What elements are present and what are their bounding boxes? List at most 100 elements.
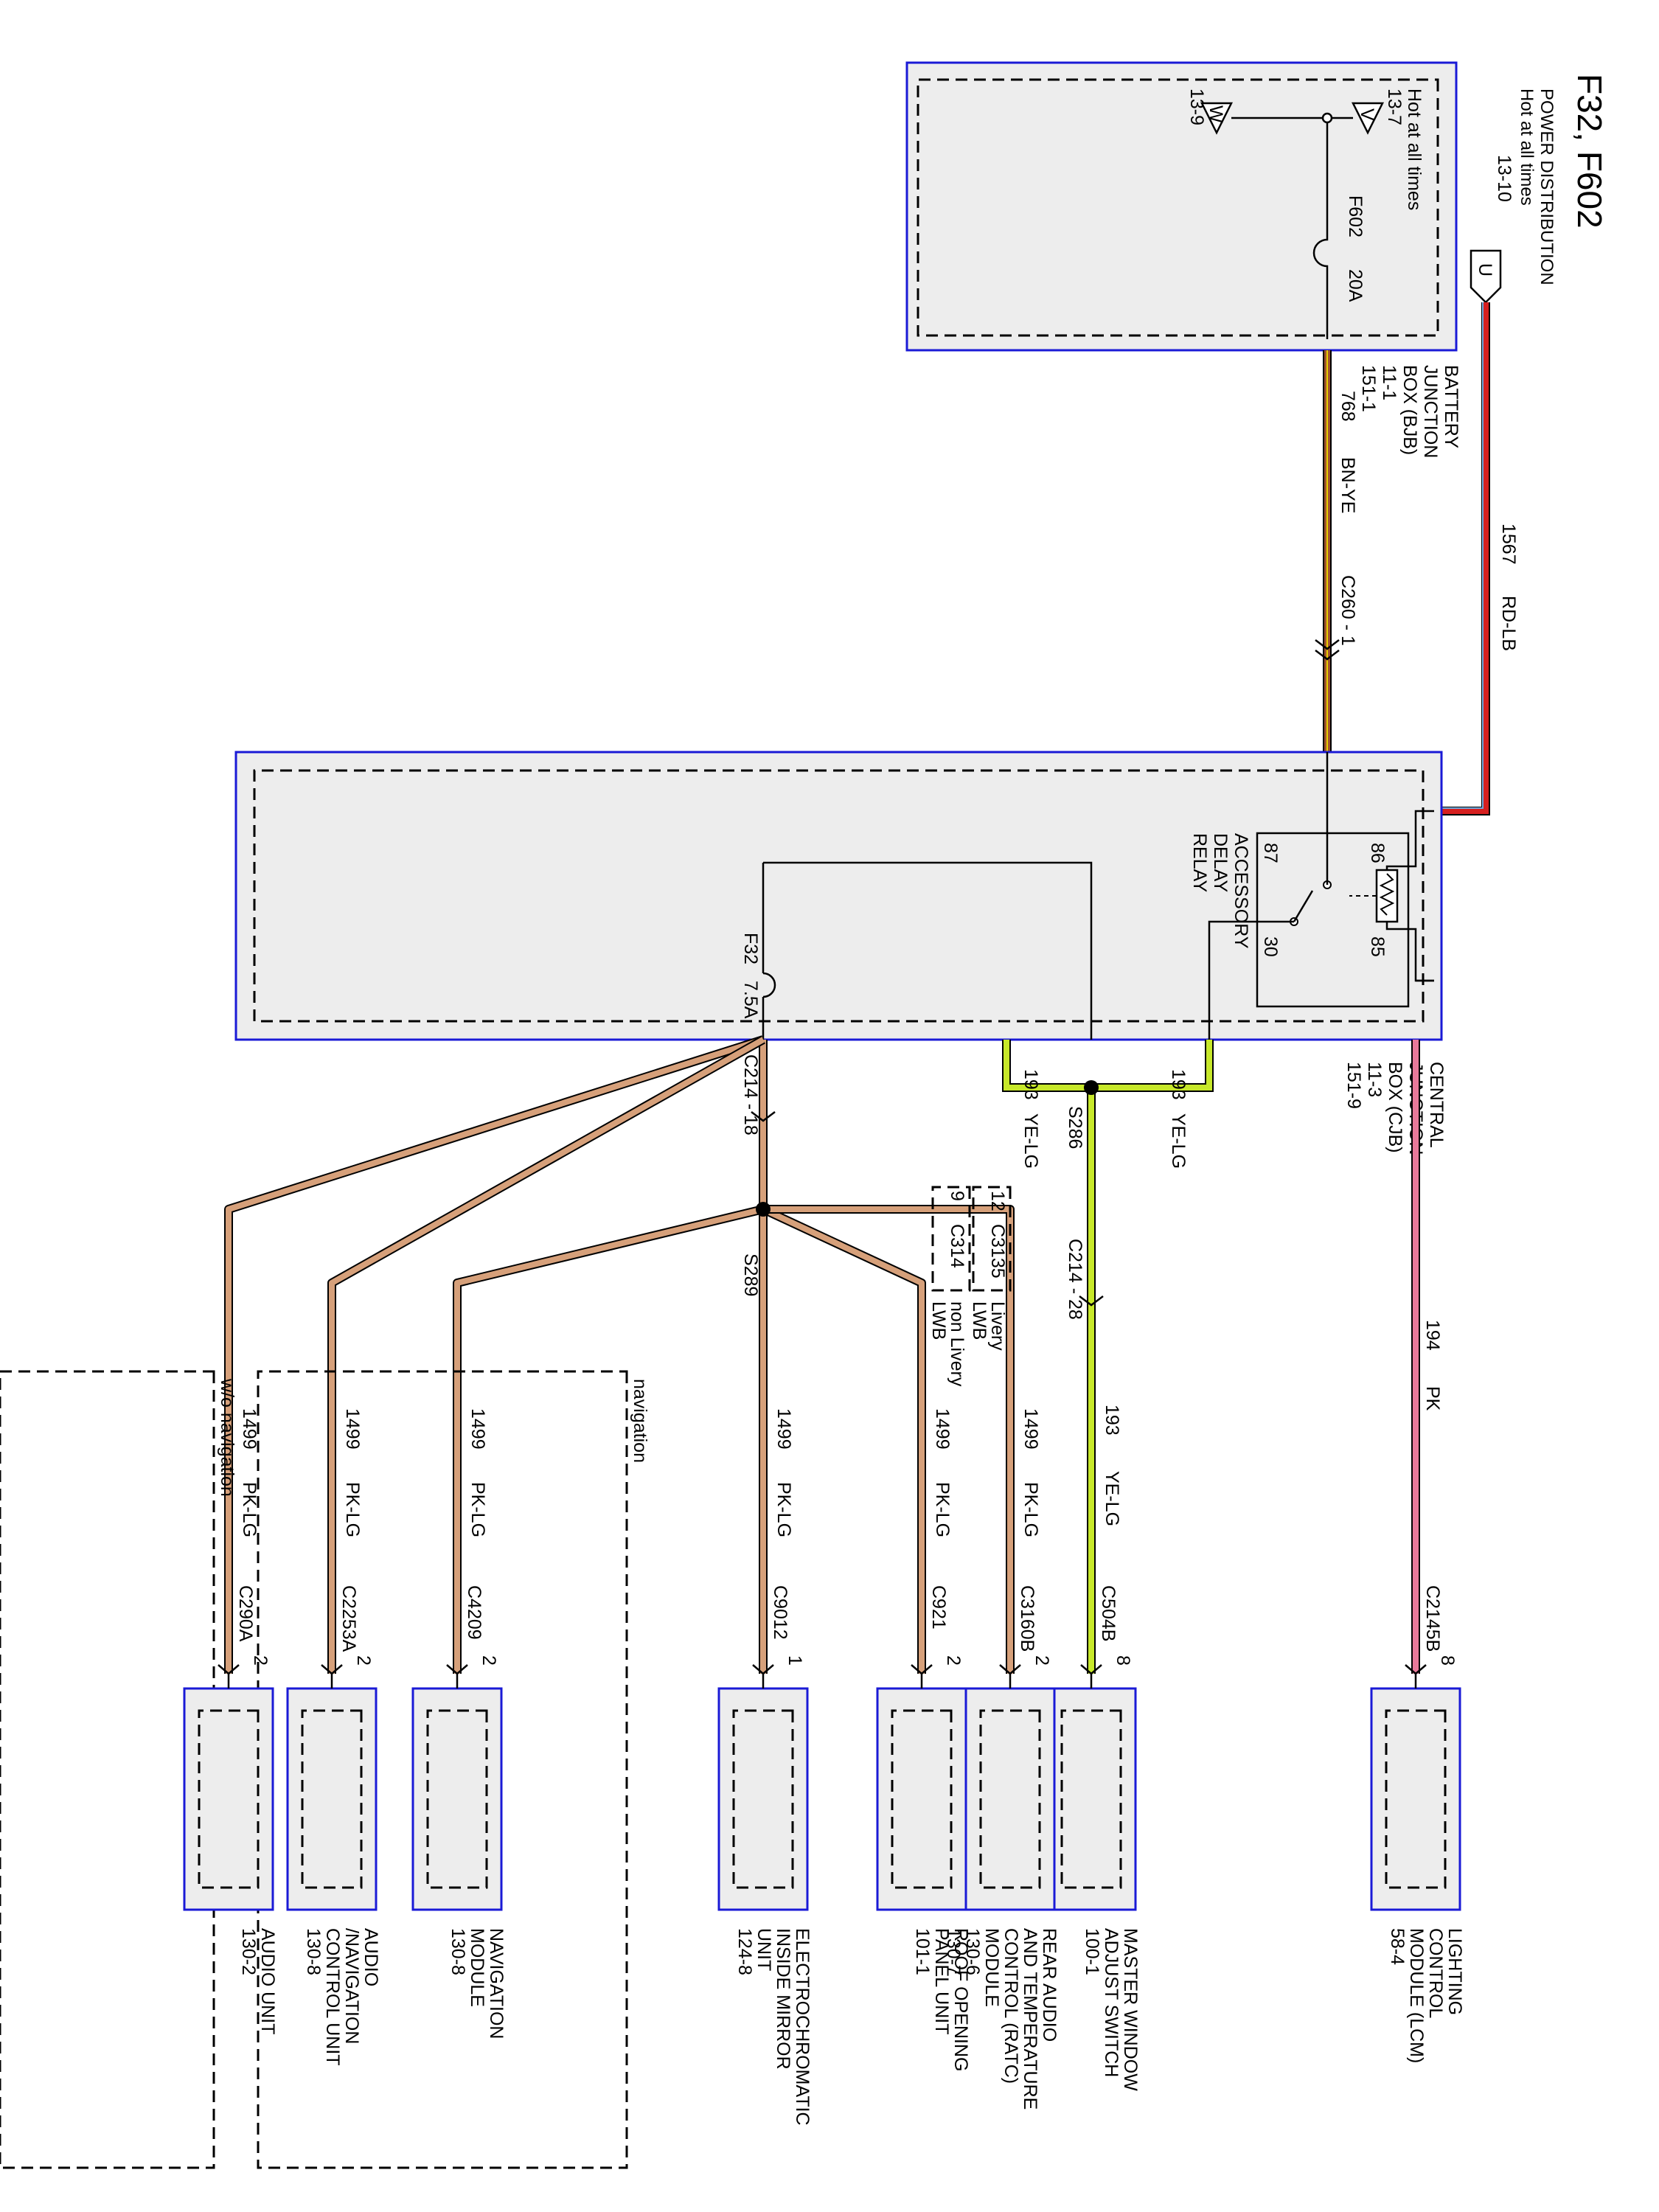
relay-name-2: DELAY bbox=[1210, 833, 1231, 892]
wire-1499-num-3: 1499 bbox=[773, 1408, 794, 1450]
lcm-name-3: MODULE (LCM) bbox=[1406, 1928, 1427, 2063]
c214-28-label: C214 - 28 bbox=[1065, 1239, 1085, 1320]
diagram-title: F32, F602 bbox=[1571, 74, 1609, 229]
wire-193-color-1: YE-LG bbox=[1168, 1113, 1189, 1169]
ratc-module-inner bbox=[979, 1709, 1041, 1889]
audio-module-inner bbox=[198, 1709, 260, 1889]
wire-768-num: 768 bbox=[1338, 391, 1358, 422]
mwas-name-2: ADJUST SWITCH bbox=[1101, 1928, 1121, 2077]
lcm-pin: 8 bbox=[1437, 1655, 1458, 1666]
relay-name-1: ACCESSORY bbox=[1231, 833, 1251, 949]
audio-name-2: 130-2 bbox=[238, 1928, 259, 1975]
mirror-name-3: UNIT bbox=[754, 1928, 774, 1971]
cjb-name-3: BOX (CJB) bbox=[1385, 1062, 1405, 1153]
avcu-module-box bbox=[286, 1687, 378, 1911]
ratc-pin: 2 bbox=[1032, 1655, 1052, 1666]
ratc-name-1: REAR AUDIO bbox=[1039, 1928, 1060, 2042]
bjb-name-2: JUNCTION bbox=[1420, 365, 1441, 458]
relay-30-out bbox=[1208, 920, 1294, 1040]
wire-1567-color: RD-LB bbox=[1498, 596, 1519, 651]
nav-connector-label: C4209 bbox=[464, 1585, 484, 1640]
lcm-name-4: 58-4 bbox=[1387, 1928, 1408, 1965]
nav-name-3: 130-8 bbox=[448, 1928, 468, 1975]
c260-connector-icon bbox=[1315, 639, 1340, 650]
c260-label: C260 - 1 bbox=[1338, 575, 1358, 646]
wire-193-color-3: YE-LG bbox=[1102, 1471, 1122, 1526]
ratc-name-4: MODULE bbox=[981, 1928, 1002, 2007]
avcu-name-3: CONTROL UNIT bbox=[322, 1928, 343, 2066]
splice-s289 bbox=[756, 1202, 771, 1217]
wire-193-num-1: 193 bbox=[1168, 1069, 1189, 1100]
ratc-name-5: 130-6 bbox=[962, 1928, 983, 1975]
c214-28-connector-icon bbox=[1079, 1295, 1104, 1307]
nav-name-2: MODULE bbox=[467, 1928, 487, 2007]
wire-193-num-2: 193 bbox=[1020, 1069, 1041, 1100]
relay-coil-feed bbox=[1385, 810, 1434, 870]
bjb-name-3: BOX (BJB) bbox=[1399, 365, 1420, 455]
wire-1499-num-5: 1499 bbox=[342, 1408, 363, 1450]
ratc-name-2: AND TEMPERATURE bbox=[1020, 1928, 1040, 2110]
ratc-connector-label: C3160B bbox=[1017, 1585, 1037, 1652]
wire-1499-color-1: PK-LG bbox=[1020, 1482, 1041, 1537]
c3135-pin: 12 bbox=[987, 1191, 1008, 1211]
audio-name-1: AUDIO UNIT bbox=[257, 1928, 278, 2034]
bjb-ref-v: 13-7 bbox=[1384, 88, 1405, 125]
roof-name-2: PANEL UNIT bbox=[931, 1928, 952, 2034]
mwas-name-1: MASTER WINDOW bbox=[1120, 1928, 1141, 2091]
nav-name-1: NAVIGATION bbox=[486, 1928, 507, 2039]
fuse-f32-icon bbox=[762, 972, 776, 998]
ratc-name-6: 130-7 bbox=[943, 1928, 964, 1975]
cjb-name-4: 11-3 bbox=[1364, 1062, 1385, 1097]
c314-box bbox=[931, 1186, 971, 1292]
mwas-name-3: 100-1 bbox=[1082, 1928, 1102, 1975]
no-navigation-group bbox=[0, 1370, 215, 2169]
nav-module-inner bbox=[426, 1709, 488, 1889]
wire-1499-color-6: PK-LG bbox=[239, 1482, 260, 1537]
relay-coil-zigzag bbox=[1379, 873, 1395, 916]
cjb-name-1: CENTRAL bbox=[1426, 1062, 1447, 1148]
wire-1567 bbox=[1434, 302, 1490, 815]
non-livery-1: non Livery bbox=[947, 1301, 967, 1387]
c214-18-connector-icon bbox=[751, 1111, 776, 1122]
cjb-name-5: 151-9 bbox=[1343, 1062, 1364, 1109]
lcm-name-1: LIGHTING bbox=[1444, 1928, 1465, 2015]
roof-name-3: 101-1 bbox=[912, 1928, 933, 1975]
nav-module-box bbox=[411, 1687, 503, 1911]
audio-connector-label: C290A bbox=[235, 1585, 256, 1642]
bus-node bbox=[1321, 112, 1333, 124]
mwas-connector-label: C504B bbox=[1098, 1585, 1119, 1641]
mirror-connector-label: C9012 bbox=[770, 1585, 790, 1640]
s286-label: S286 bbox=[1065, 1106, 1085, 1149]
c3135-box bbox=[972, 1186, 1012, 1292]
wire-1499-color-2: PK-LG bbox=[932, 1482, 953, 1537]
ratc-module-box bbox=[964, 1687, 1056, 1911]
fuse-f602-icon bbox=[1312, 188, 1329, 339]
avcu-name-1: AUDIO bbox=[361, 1928, 381, 1986]
wire-193-color-2: YE-LG bbox=[1020, 1113, 1041, 1169]
wire-1567-num: 1567 bbox=[1498, 524, 1519, 565]
terminal-w-label: W bbox=[1206, 105, 1226, 123]
mwas-module-box bbox=[1046, 1687, 1137, 1911]
accessory-delay-relay bbox=[1256, 832, 1410, 1008]
wire-1499-color-5: PK-LG bbox=[342, 1482, 363, 1537]
livery-1: Livery bbox=[987, 1301, 1008, 1351]
navigation-group-label: navigation bbox=[630, 1379, 650, 1463]
mirror-module-inner bbox=[732, 1709, 794, 1889]
wire-1499-color-4: PK-LG bbox=[467, 1482, 488, 1537]
roof-name-1: ROOF OPENING bbox=[950, 1928, 971, 2071]
relay-pin-87: 87 bbox=[1260, 843, 1281, 863]
wire-768-color: BN-YE bbox=[1338, 457, 1358, 513]
wire-1499-num-1: 1499 bbox=[1020, 1408, 1041, 1450]
c314-pin: 9 bbox=[947, 1191, 967, 1201]
cjb-inner bbox=[253, 769, 1425, 1023]
roof-module-box bbox=[876, 1687, 967, 1911]
relay-pin-30: 30 bbox=[1260, 936, 1281, 957]
wire-1499-num-6: 1499 bbox=[239, 1408, 260, 1450]
mirror-pin: 1 bbox=[785, 1655, 805, 1666]
ratc-name-3: CONTROL (RATC) bbox=[1001, 1928, 1021, 2084]
terminal-v-label: V bbox=[1357, 108, 1377, 121]
terminal-v-icon bbox=[1351, 102, 1385, 135]
avcu-module-inner bbox=[301, 1709, 363, 1889]
power-connector-symbol bbox=[1470, 249, 1502, 304]
